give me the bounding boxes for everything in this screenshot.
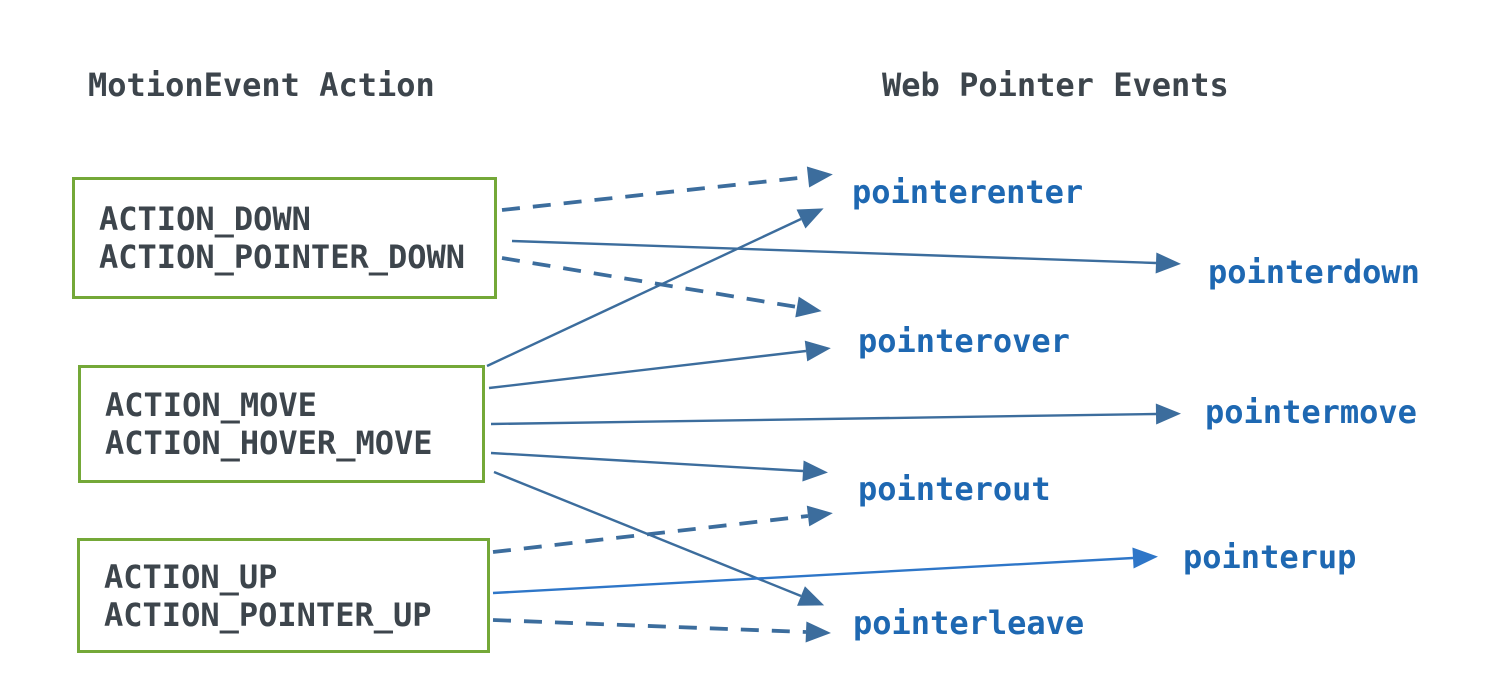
- action-label: ACTION_DOWN: [99, 200, 311, 238]
- arrowhead-icon: [795, 296, 822, 318]
- action-label: ACTION_UP: [104, 557, 278, 596]
- arrow-pointerleave: [493, 470, 825, 606]
- event-label-pointerout: pointerout: [858, 470, 1051, 508]
- left-column-heading: MotionEvent Action: [88, 66, 435, 104]
- arrowhead-icon: [1132, 547, 1158, 569]
- action-label: ACTION_POINTER_UP: [104, 595, 432, 634]
- arrow-pointerleave-dashed: [492, 618, 831, 643]
- arrowhead-icon: [796, 208, 824, 229]
- arrow-pointerdown: [511, 239, 1181, 274]
- event-label-pointerdown: pointerdown: [1208, 253, 1420, 291]
- event-label-pointermove: pointermove: [1205, 393, 1417, 431]
- arrowhead-icon: [1155, 252, 1181, 274]
- arrowhead-icon: [805, 621, 831, 643]
- arrow-pointerover: [488, 340, 831, 390]
- arrow-pointerout-dashed: [492, 505, 833, 554]
- event-label-pointerleave: pointerleave: [853, 604, 1085, 642]
- right-column-heading: Web Pointer Events: [882, 66, 1229, 104]
- arrow-pointerout: [490, 451, 828, 482]
- event-label-pointerover: pointerover: [858, 322, 1070, 360]
- arrowhead-icon: [1155, 403, 1181, 425]
- arrowhead-icon: [806, 505, 833, 527]
- event-label-pointerenter: pointerenter: [852, 173, 1084, 211]
- action-label: ACTION_MOVE: [105, 386, 317, 424]
- arrowhead-icon: [804, 340, 831, 362]
- arrowhead-icon: [802, 460, 828, 482]
- event-label-pointerup: pointerup: [1183, 538, 1357, 576]
- arrow-pointerenter: [486, 208, 824, 368]
- arrowhead-icon: [797, 586, 825, 606]
- arrow-pointerup: [492, 547, 1158, 595]
- arrowhead-icon: [806, 166, 833, 188]
- arrow-pointerenter-dashed: [501, 166, 833, 212]
- action-label: ACTION_POINTER_DOWN: [99, 238, 466, 276]
- action-label: ACTION_HOVER_MOVE: [105, 424, 433, 462]
- arrow-pointerover-dashed: [501, 256, 822, 318]
- arrow-pointermove: [490, 403, 1181, 426]
